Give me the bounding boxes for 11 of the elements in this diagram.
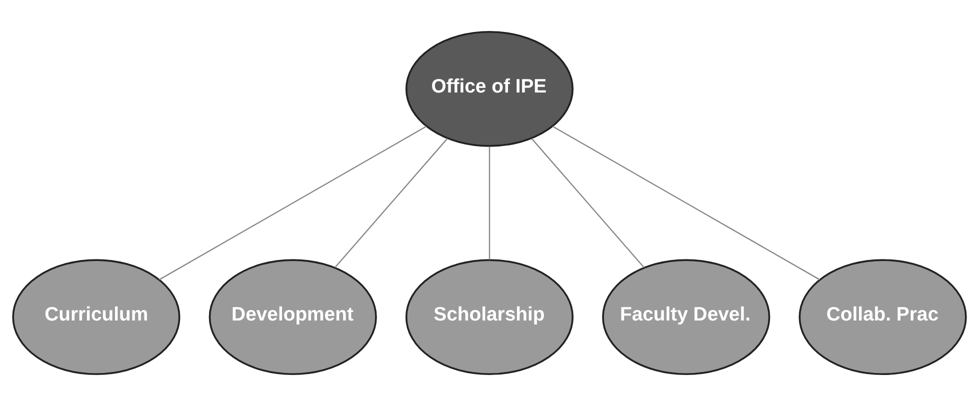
node-ellipse: Collab. Prac — [798, 259, 967, 376]
connector — [552, 126, 820, 280]
connector — [531, 138, 644, 268]
connector — [158, 126, 427, 280]
node-ellipse: Scholarship — [405, 259, 574, 376]
connector — [488, 146, 490, 260]
node-ellipse: Curriculum — [12, 259, 180, 376]
node-ellipse: Development — [208, 259, 377, 376]
node-ellipse: Faculty Devel. — [602, 259, 770, 376]
node-ellipse: Office of IPE — [405, 30, 574, 147]
connector — [334, 138, 448, 268]
